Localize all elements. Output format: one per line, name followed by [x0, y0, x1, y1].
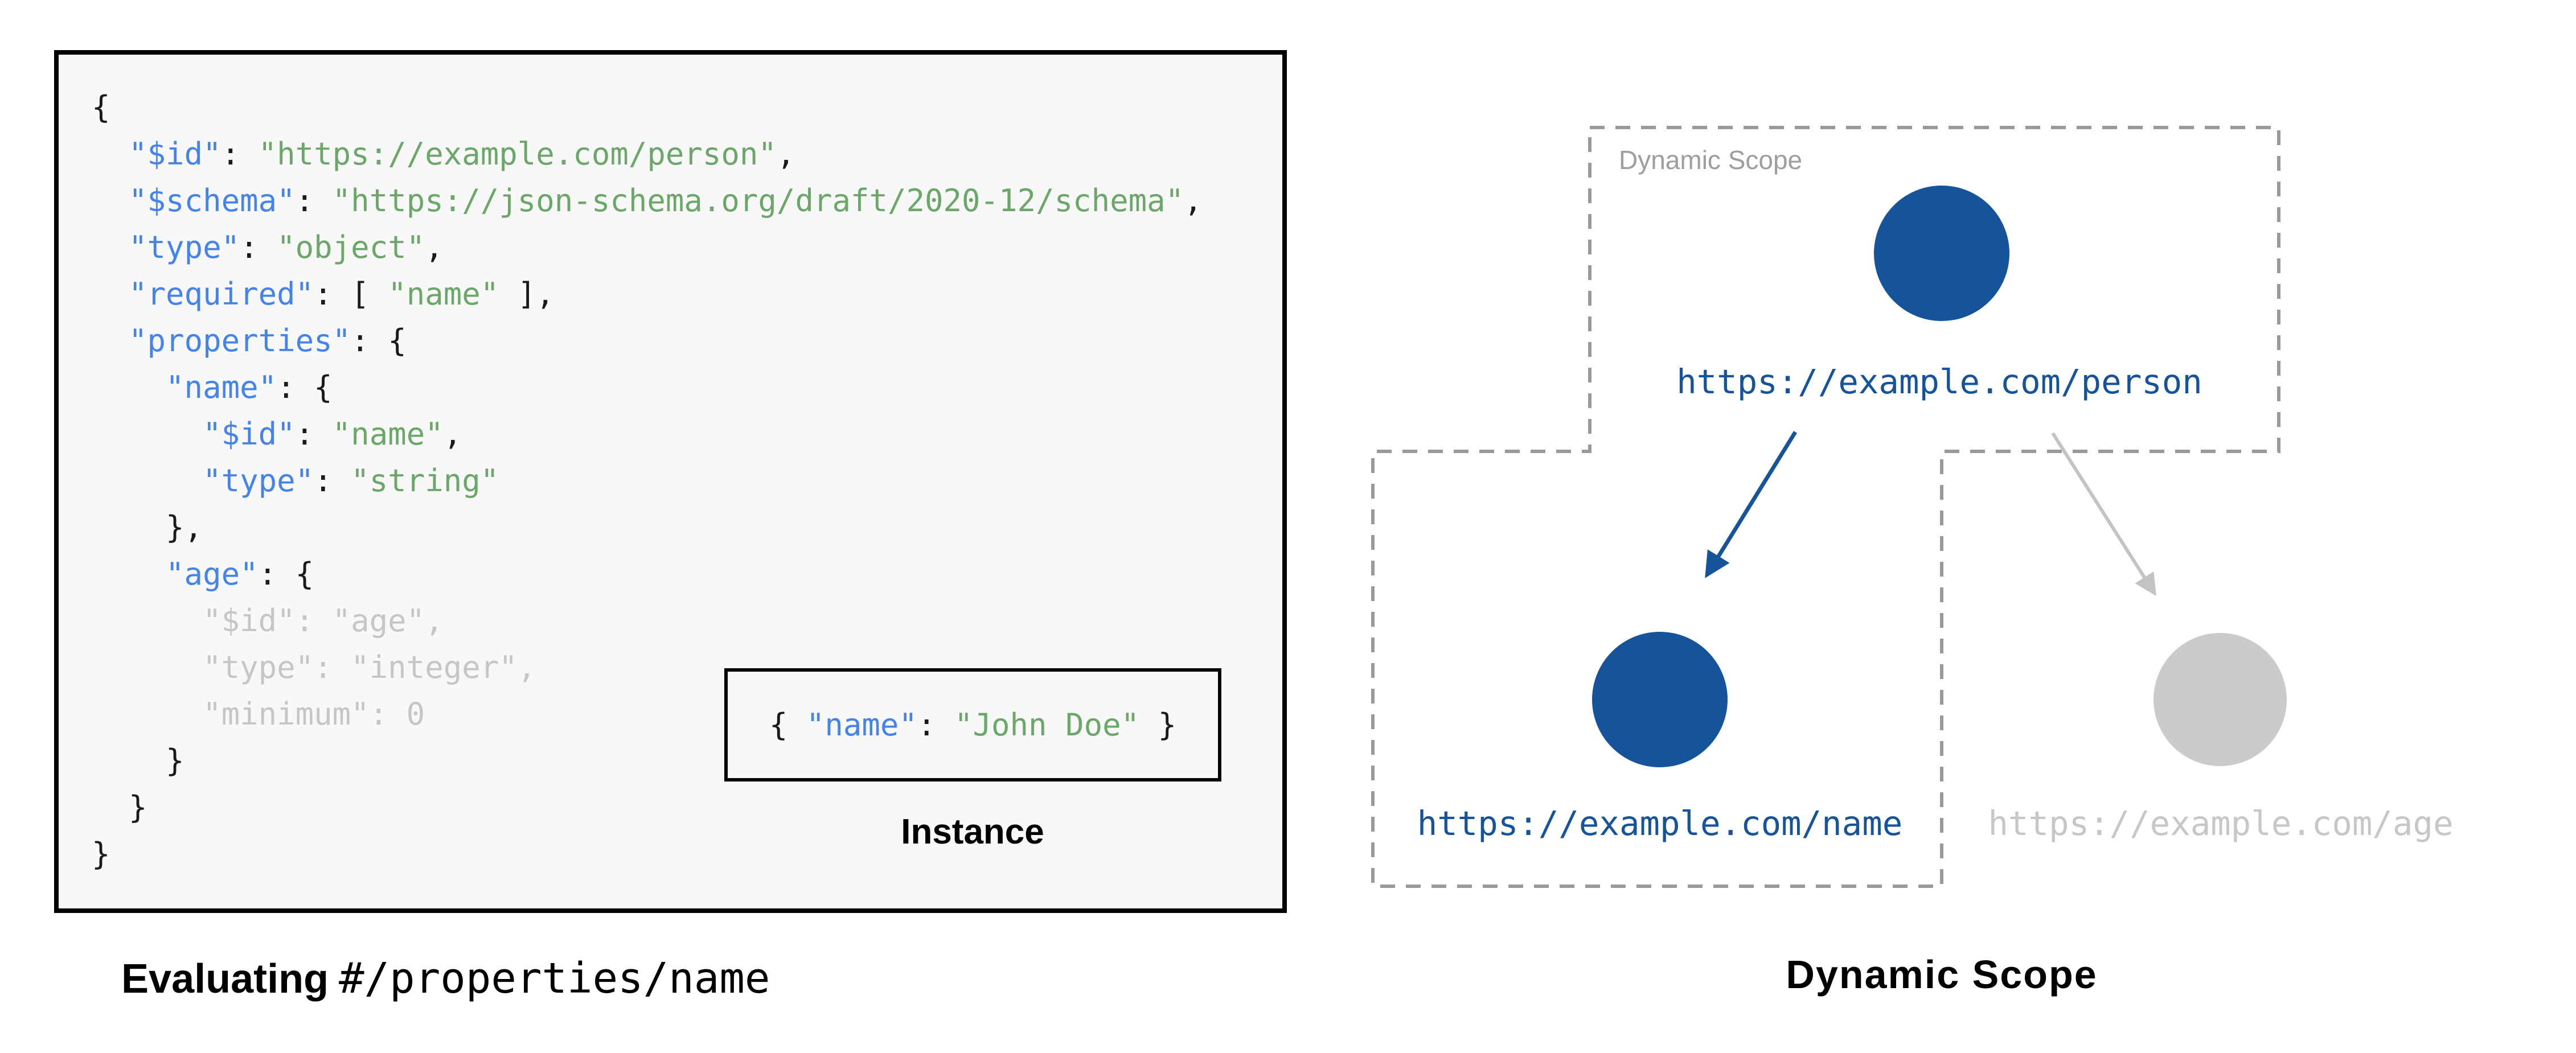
- code-token: :: [917, 707, 954, 743]
- code-token: [92, 229, 129, 265]
- code-line: "$schema": "https://json-schema.org/draf…: [92, 178, 1203, 224]
- code-token: ,: [443, 416, 462, 452]
- code-token: },: [92, 509, 203, 545]
- schema-code: { "$id": "https://example.com/person", "…: [59, 55, 1203, 878]
- code-line: "type": "string": [92, 458, 1203, 504]
- code-line: "name": {: [92, 364, 1203, 411]
- code-token: :: [314, 463, 351, 499]
- instance-json: { "name": "John Doe" }: [769, 707, 1176, 743]
- code-token: "$id": "age",: [92, 603, 444, 639]
- code-line: "type": "object",: [92, 224, 1203, 271]
- instance-box: { "name": "John Doe" }: [724, 668, 1221, 781]
- code-token: : {: [258, 556, 314, 592]
- instance-label: Instance: [901, 812, 1044, 852]
- code-token: [92, 136, 129, 172]
- code-token: "age": [166, 556, 259, 592]
- code-line: "age": {: [92, 551, 1203, 598]
- code-token: [92, 416, 203, 452]
- diagram-canvas: [1371, 126, 2287, 888]
- code-token: [92, 463, 203, 499]
- code-token: [92, 183, 129, 219]
- code-token: "$id": [129, 136, 221, 172]
- code-line: "type": "integer",: [92, 644, 1203, 691]
- code-token: [92, 323, 129, 359]
- code-line: }: [92, 831, 1203, 878]
- code-token: "name": [806, 707, 917, 743]
- dynamic-scope-diagram: Dynamic Scope https://example.com/person…: [1338, 85, 2576, 1053]
- code-token: }: [92, 743, 184, 779]
- code-line: "properties": {: [92, 318, 1203, 364]
- diagram-caption: Dynamic Scope: [1786, 952, 2098, 997]
- code-token: :: [240, 229, 277, 265]
- code-token: "type": "integer",: [92, 649, 536, 685]
- code-line: }: [92, 738, 1203, 784]
- code-token: }: [92, 789, 147, 825]
- code-token: [92, 556, 166, 592]
- code-token: ,: [1184, 183, 1203, 219]
- code-line: "minimum": 0: [92, 691, 1203, 738]
- age-schema-node: [2153, 633, 2287, 766]
- code-token: "string": [351, 463, 499, 499]
- code-line: "$id": "name",: [92, 411, 1203, 458]
- left-caption: Evaluating#/properties/name: [121, 954, 770, 1003]
- code-token: "properties": [129, 323, 351, 359]
- person-url: https://example.com/person: [1676, 362, 2202, 401]
- code-token: "type": [129, 229, 240, 265]
- code-token: : [: [314, 276, 388, 312]
- code-line: "required": [ "name" ],: [92, 271, 1203, 318]
- person-to-age-arrow: [2051, 432, 2156, 597]
- code-token: "$schema": [129, 183, 296, 219]
- code-token: [92, 276, 129, 312]
- left-caption-bold: Evaluating: [121, 956, 329, 1002]
- dynamic-scope-boundary: [1371, 126, 2280, 888]
- age-url: https://example.com/age: [1988, 804, 2454, 843]
- schema-panel: { "$id": "https://example.com/person", "…: [54, 50, 1287, 913]
- code-token: ,: [776, 136, 795, 172]
- code-token: {: [92, 89, 110, 125]
- code-token: }: [92, 836, 110, 872]
- code-line: }: [92, 784, 1203, 831]
- code-token: "object": [277, 229, 425, 265]
- code-token: : {: [351, 323, 407, 359]
- code-token: ],: [499, 276, 555, 312]
- code-token: }: [1139, 707, 1177, 743]
- code-token: : {: [277, 369, 333, 405]
- code-line: "$id": "https://example.com/person",: [92, 131, 1203, 178]
- dynamic-scope-label: Dynamic Scope: [1619, 145, 1803, 175]
- code-token: [92, 369, 166, 405]
- code-token: "name": [166, 369, 277, 405]
- person-schema-node: [1874, 186, 2009, 321]
- left-caption-pointer: #/properties/name: [339, 954, 770, 1003]
- code-token: "name": [388, 276, 499, 312]
- code-token: "minimum": 0: [92, 696, 425, 732]
- name-schema-node: [1592, 632, 1728, 767]
- code-token: {: [769, 707, 806, 743]
- name-url: https://example.com/name: [1417, 804, 1903, 843]
- code-token: "John Doe": [954, 707, 1140, 743]
- code-token: "https://json-schema.org/draft/2020-12/s…: [332, 183, 1184, 219]
- code-token: ,: [425, 229, 444, 265]
- code-token: "https://example.com/person": [258, 136, 777, 172]
- person-to-name-arrow: [1705, 431, 1797, 578]
- code-line: {: [92, 84, 1203, 131]
- code-token: "type": [203, 463, 314, 499]
- code-token: "required": [129, 276, 314, 312]
- code-line: },: [92, 504, 1203, 551]
- code-line: "$id": "age",: [92, 598, 1203, 644]
- code-token: "name": [332, 416, 444, 452]
- code-token: :: [295, 416, 333, 452]
- code-token: :: [221, 136, 259, 172]
- code-token: :: [295, 183, 333, 219]
- code-token: "$id": [203, 416, 296, 452]
